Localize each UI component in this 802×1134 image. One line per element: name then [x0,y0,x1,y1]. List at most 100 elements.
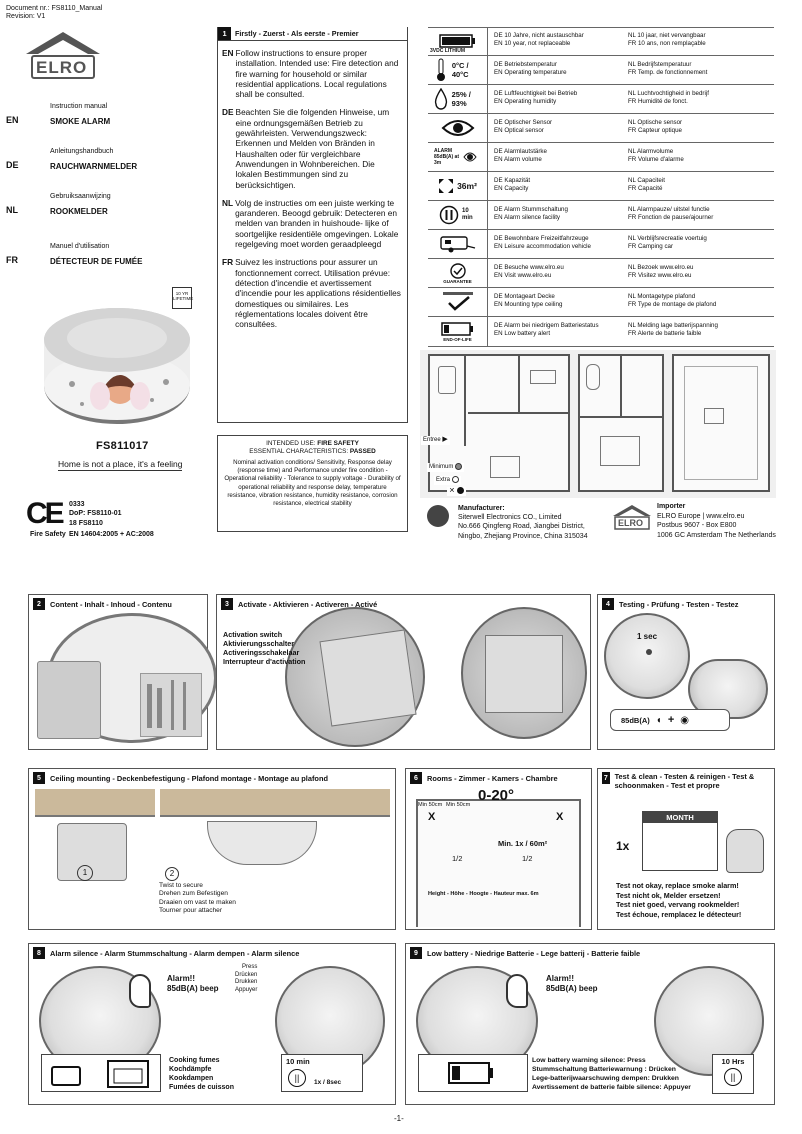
spec-nl: NL Luchtvochtigheid in bedrijf [628,90,709,97]
low-battery-box [418,1054,528,1092]
panel-7-number: 7 [602,772,610,784]
floor-plan-attic [672,354,770,492]
lifetime-badge: 10 YR LIFETIME [172,287,193,309]
intended-value: FIRE SAFETY [317,440,359,447]
manufacturer-title: Manufacturer: [458,505,505,512]
spec-de: DE Betriebstemperatur [494,61,557,68]
intended-label: INTENDED USE: [266,440,316,447]
mounting-plate [37,661,101,739]
silence-duration: 10 min [286,1057,310,1066]
elro-logo: ELRO [26,32,100,84]
silence-hours: 10 Hrs [721,1057,745,1066]
spec-fr: FR Type de montage de plafond [628,301,717,308]
importer-line1: ELRO Europe | www.elro.eu [657,513,745,520]
spec-nl: NL Bedrijfstemperatuur [628,61,692,68]
step-2: 2 [165,867,179,881]
alarm-icon: ALARM 85dB(A) at 3m [428,143,488,171]
characteristics-value: PASSED [349,448,376,455]
spec-nl: NL Melding lage batterijspanning [628,322,718,329]
room-diagram [416,799,581,927]
capacity-label: 36m² [457,181,477,191]
importer-line2: Postbus 9607 - Box E800 [657,522,737,529]
pause-icon: 10 min [428,201,488,229]
panel-9-title: Low battery - Niedrige Batterie - Lege b… [427,948,641,958]
spec-de: DE Alarmlautstärke [494,148,547,155]
floor-plan-first [578,354,664,492]
slogan: Home is not a place, it's a feeling [58,459,183,471]
importer-title: Importer [657,503,686,510]
spec-nl: NL Alarmpauze/ uitstel functie [628,206,710,213]
panel-5-title: Ceiling mounting - Deckenbefestigung - P… [50,773,328,783]
calendar-month: MONTH [643,812,717,823]
spec-fr: FR Alerte de batterie faible [628,330,702,337]
eye-icon: ◉ [680,714,689,726]
panel-3-number: 3 [221,598,233,610]
spec-de: DE Alarm bei niedrigem Batteriestatus [494,322,599,329]
panel-6-title: Rooms - Zimmer - Kamers - Chambre [427,773,558,783]
spec-nl: NL Bezoek www.elro.eu [628,264,694,271]
legend-extra: Extra [434,476,461,485]
pause-icon: || [724,1068,742,1086]
battery-icon [428,27,488,55]
alarm-label: ALARM 85dB(A) at 3m [434,148,460,166]
de-code: DE [6,160,19,170]
ear-icon [129,974,151,1008]
test-volume: 85dB(A) [621,715,650,725]
revision: Revision: V1 [6,13,46,20]
ceiling-section-2 [160,789,390,817]
detector-mounted [207,821,317,865]
manufacturer-line3: Ningbo, Zhejiang Province, China 315034 [458,533,588,540]
blink-frequency: 1x / 8sec [314,1079,342,1086]
spec-de: DE Besuche www.elro.eu [494,264,564,271]
spec-de: DE Bewohnbare Freizeitfahrzeuge [494,235,589,242]
ceiling-check-icon [428,288,488,316]
spec-en: EN Mounting type ceiling [494,301,563,308]
min-distance-left: Min 50cm [418,802,443,808]
spec-fr: FR 10 ans, non remplaçable [628,40,706,47]
panel-4-number: 4 [602,598,614,610]
spec-de: DE 10 Jahre, nicht austauschbar [494,32,584,39]
cert-year-model: 18 FS8110 [69,520,103,527]
fr-title: DÉTECTEUR DE FUMÉE [50,257,143,266]
spec-fr: FR Volume d'alarme [628,156,684,163]
spec-fr: FR Capteur optique [628,127,682,134]
half-left: 1/2 [452,854,463,863]
panel-2-number: 2 [33,598,45,610]
spec-en: EN Optical sensor [494,127,544,134]
de-title: RAUCHWARNMELDER [50,162,138,171]
brand-name: ELRO [36,58,88,77]
spec-en: EN Leisure accommodation vehicle [494,243,591,250]
spec-de: DE Optischer Sensor [494,119,553,126]
end-of-life-label: END-OF-LIFE [443,337,472,342]
screws-plugs [140,673,202,737]
section-1-title: Firstly - Zuerst - Als eerste - Premier [235,29,359,38]
legend-minimum: Minimum [427,463,465,472]
droplet-icon: 25% / 93% [428,85,488,113]
temperature-label: 0°C / 40°C [451,61,469,79]
replace-warning: Test not okay, replace smoke alarm!Test … [616,881,742,919]
en-title: SMOKE ALARM [50,117,111,126]
dop-number: DoP: FS8110-01 [69,510,122,517]
section-1-header: 1 Firstly - Zuerst - Als eerste - Premie… [218,27,407,40]
silence-label: 10 min [462,208,473,221]
manufacturer-line1: Siterwell Electronics CO., Limited [458,514,562,521]
en-subtitle: Instruction manual [50,103,108,110]
spec-en: EN Low battery alert [494,330,551,337]
intended-use-box: INTENDED USE: FIRE SAFETY ESSENTIAL CHAR… [217,435,408,532]
importer-line3: 1006 GC Amsterdam The Netherlands [657,532,776,539]
low-battery-icon: END-OF-LIFE [428,317,488,346]
alarm-text: Alarm!!85dB(A) beep [167,974,219,993]
model-number: FS811017 [96,440,149,452]
caravan-icon [428,230,488,258]
panel-4-title: Testing - Prüfung - Testen - Testez [619,599,739,609]
hours-box: 10 Hrs || [712,1054,754,1094]
test-result-box: 85dB(A) ◖ + ◉ [610,709,730,731]
